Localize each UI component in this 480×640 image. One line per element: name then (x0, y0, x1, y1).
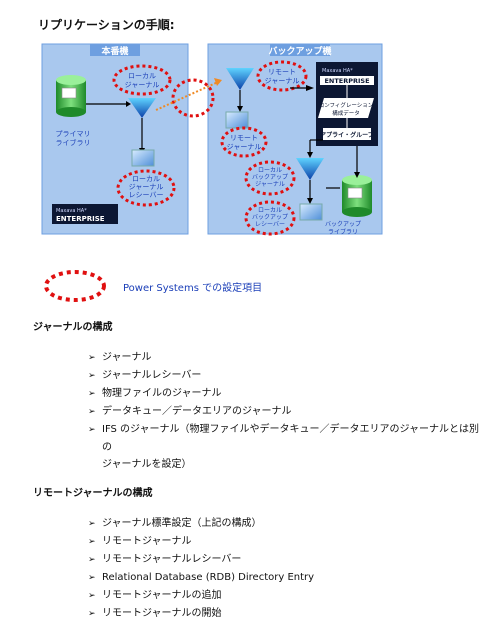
list-item: ➢物理ファイルのジャーナル (88, 385, 480, 403)
remote-journal-label-2: ジャーナル (265, 77, 300, 85)
journal-config-list: ➢ジャーナル ➢ジャーナルレシーバー ➢物理ファイルのジャーナル ➢データキュー… (88, 349, 480, 473)
list-item: ➢IFS のジャーナル（物理ファイルやデータキュー／データエリアのジャーナルとは… (88, 421, 480, 473)
arrow-bullet-icon: ➢ (88, 609, 96, 619)
backup-receiver-label-3: レシーバー (255, 221, 285, 228)
arrow-bullet-icon: ➢ (88, 425, 96, 435)
local-journal-label-1: ローカル (128, 72, 156, 80)
backup-library-label-2: ライブラリ (328, 228, 358, 236)
remote-journal-highlight (256, 60, 308, 92)
local-journal-highlight (112, 64, 172, 96)
list-item: ➢リモートジャーナル (88, 533, 314, 551)
list-item: ➢リモートジャーナルレシーバー (88, 551, 314, 569)
list-item: ➢データキュー／データエリアのジャーナル (88, 403, 480, 421)
config-data-label-1: コンフィグレーション (319, 101, 374, 109)
list-item: ➢リモートジャーナルの追加 (88, 587, 314, 605)
production-panel-title: 本番機 (101, 45, 128, 57)
transfer-highlight (171, 78, 215, 118)
remote-journal-label-1: リモート (268, 68, 296, 76)
arrow-bullet-icon: ➢ (88, 353, 96, 363)
section-heading-journal: ジャーナルの構成 (33, 322, 113, 333)
legend-dashed-oval-icon (44, 270, 106, 302)
list-item: ➢Relational Database (RDB) Directory Ent… (88, 569, 314, 587)
list-item: ➢ジャーナルレシーバー (88, 367, 480, 385)
enterprise-logo (52, 204, 118, 224)
local-receiver-label-2: ジャーナル (129, 183, 164, 191)
backup-receiver-label-1: ローカル (258, 207, 282, 214)
local-journal-label-2: ジャーナル (125, 81, 160, 89)
section-heading-remote-journal: リモートジャーナルの構成 (33, 488, 153, 499)
remote-receiver-icon (225, 111, 249, 129)
list-item: ➢リモートジャーナルの開始 (88, 605, 314, 623)
arrow-bullet-icon: ➢ (88, 407, 96, 417)
backup-library-label-1: バックアップ (325, 221, 361, 228)
arrow-bullet-icon: ➢ (88, 591, 96, 601)
primary-library-label-2: ライブラリ (56, 138, 91, 147)
arrow-bullet-icon: ➢ (88, 573, 96, 583)
enterprise-engine-big: ENTERPRISE (324, 77, 369, 85)
enterprise-logo-big: ENTERPRISE (56, 215, 105, 223)
local-receiver-label-3: レシーバー (129, 191, 164, 199)
page-title: リプリケーションの手順: (38, 18, 175, 32)
arrow-bullet-icon: ➢ (88, 519, 96, 529)
backup-receiver-label-2: バックアップ (252, 214, 288, 221)
remote-receiver-highlight (220, 126, 268, 158)
backup-journal-funnel-icon (296, 158, 324, 180)
local-journal-funnel-icon (128, 98, 156, 118)
remote-receiver-label-1: リモート (230, 134, 258, 142)
backup-journal-label-2: バックアップ (252, 174, 288, 181)
config-data-shape (318, 98, 374, 118)
local-receiver-icon (131, 149, 155, 167)
list-item: ➢ジャーナル (88, 349, 480, 367)
local-receiver-label-1: ローカル (132, 175, 160, 183)
backup-receiver-highlight (244, 200, 296, 236)
apply-group-label: アプライ・グループ (320, 131, 375, 139)
backup-receiver-icon (299, 203, 323, 221)
list-item: ➢ジャーナル標準設定（上記の構成） (88, 515, 314, 533)
legend-text: Power Systems での設定項目 (123, 283, 263, 294)
replication-diagram: 本番機 バックアップ機 プライマリ ライブラリ ローカル ジャーナル ローカル … (41, 43, 383, 236)
local-receiver-highlight (116, 169, 176, 207)
enterprise-engine-small: Maxava HA* (322, 68, 353, 74)
enterprise-logo-small: Maxava HA* (56, 208, 87, 214)
config-data-label-2: 構成データ (332, 109, 360, 117)
backup-library-db-icon (342, 175, 372, 217)
backup-journal-label-3: ジャーナル (255, 181, 285, 188)
arrow-bullet-icon: ➢ (88, 537, 96, 547)
arrow-bullet-icon: ➢ (88, 389, 96, 399)
remote-receiver-label-2: ジャーナル (227, 143, 262, 151)
primary-library-db-icon (56, 75, 86, 117)
backup-journal-label-1: ローカル (258, 167, 282, 174)
backup-panel-title: バックアップ機 (268, 45, 331, 57)
primary-library-label-1: プライマリ (56, 130, 91, 138)
list-item-continuation: ジャーナルを設定） (102, 459, 192, 470)
arrow-bullet-icon: ➢ (88, 555, 96, 565)
apply-group-box (323, 128, 371, 140)
backup-journal-highlight (244, 160, 296, 196)
remote-journal-funnel-icon (226, 68, 254, 90)
arrow-bullet-icon: ➢ (88, 371, 96, 381)
remote-journal-config-list: ➢ジャーナル標準設定（上記の構成） ➢リモートジャーナル ➢リモートジャーナルレ… (88, 515, 314, 623)
